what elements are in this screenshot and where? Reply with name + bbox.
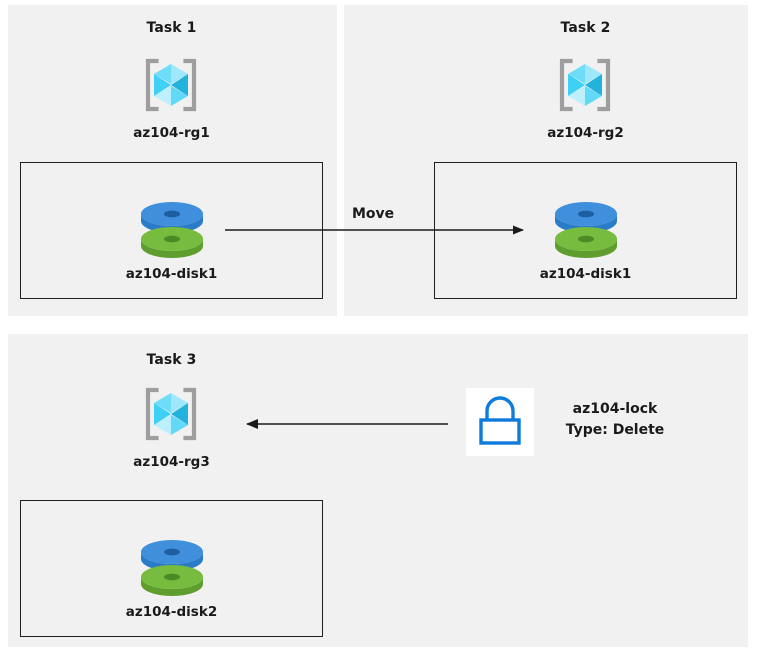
move-arrow-connector [225,225,524,235]
resource-label-task3: az104-disk2 [125,604,218,620]
task-title-task2: Task 2 [560,20,611,36]
resource-label-task2: az104-disk1 [539,266,632,282]
lock-text-block: az104-lock Type: Delete [540,399,690,441]
lock-type: Type: Delete [565,422,665,438]
resource-label-task1: az104-disk1 [125,266,218,282]
azure-resource-group-cube-icon [559,58,611,112]
azure-managed-disk-icon [555,202,617,258]
move-connector-label: Move [352,206,395,222]
azure-managed-disk-icon [141,540,203,596]
azure-resource-group-cube-icon [145,58,197,112]
lock-tile [466,388,534,456]
resource-group-label-task1: az104-rg1 [133,125,210,141]
resource-group-label-task2: az104-rg2 [547,125,624,141]
azure-managed-disk-icon [141,202,203,258]
task-title-task3: Task 3 [146,352,197,368]
azure-resource-group-cube-icon [145,387,197,441]
lock-icon [479,396,521,445]
task-title-task1: Task 1 [146,20,197,36]
lock-name: az104-lock [572,401,658,417]
resource-group-label-task3: az104-rg3 [133,454,210,470]
lock-arrow-connector [246,419,448,429]
